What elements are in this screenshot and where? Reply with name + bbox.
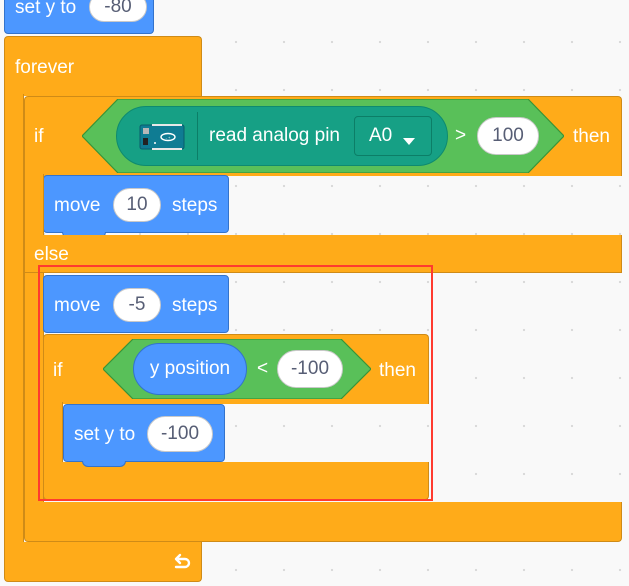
compare-value-input[interactable]: 100: [477, 117, 539, 155]
set-y-block[interactable]: set y to -100: [63, 404, 225, 462]
forever-label: forever: [15, 57, 75, 78]
then-label: then: [573, 126, 610, 147]
forever-arm: [4, 94, 24, 544]
less-than-symbol: <: [257, 358, 269, 379]
dropdown-arrow-icon: [403, 133, 415, 151]
arduino-board-icon: - +: [139, 122, 185, 157]
inner-compare-input[interactable]: -100: [277, 350, 343, 388]
else-label: else: [34, 244, 69, 265]
inner-then-label: then: [379, 360, 416, 381]
read-analog-pin-label: read analog pin: [209, 125, 340, 146]
move-steps-input[interactable]: -5: [113, 288, 161, 322]
move-steps-input[interactable]: 10: [113, 188, 161, 222]
if-label: if: [34, 126, 44, 147]
set-y-label: set y to: [15, 0, 77, 18]
greater-than-symbol: >: [455, 125, 467, 146]
if-else-bottom: [24, 502, 622, 542]
svg-text:- +: - +: [166, 135, 171, 140]
forever-block[interactable]: forever: [4, 36, 202, 96]
steps-label: steps: [172, 195, 218, 216]
highlight-selection-box: [38, 265, 433, 501]
forever-bottom: [4, 542, 202, 582]
inner-if-label: if: [53, 360, 63, 381]
y-position-reporter[interactable]: y position: [133, 343, 247, 395]
set-y-label: set y to: [74, 424, 136, 445]
move-label: move: [54, 295, 101, 316]
set-y-value-input[interactable]: -80: [89, 0, 147, 22]
set-y-block-top[interactable]: set y to -80: [4, 0, 154, 34]
move-label: move: [54, 195, 101, 216]
move-steps-block[interactable]: move 10 steps: [43, 175, 229, 233]
move-steps-block[interactable]: move -5 steps: [43, 275, 229, 333]
inner-if-bottom: [43, 462, 429, 500]
pin-dropdown[interactable]: A0: [354, 116, 432, 156]
loop-arrow-icon: [171, 550, 193, 577]
steps-label: steps: [172, 295, 218, 316]
reporter-separator: [197, 112, 198, 160]
inner-if-arm: [43, 402, 63, 464]
pin-dropdown-value: A0: [369, 125, 393, 146]
set-y-value-input[interactable]: -100: [147, 416, 213, 452]
